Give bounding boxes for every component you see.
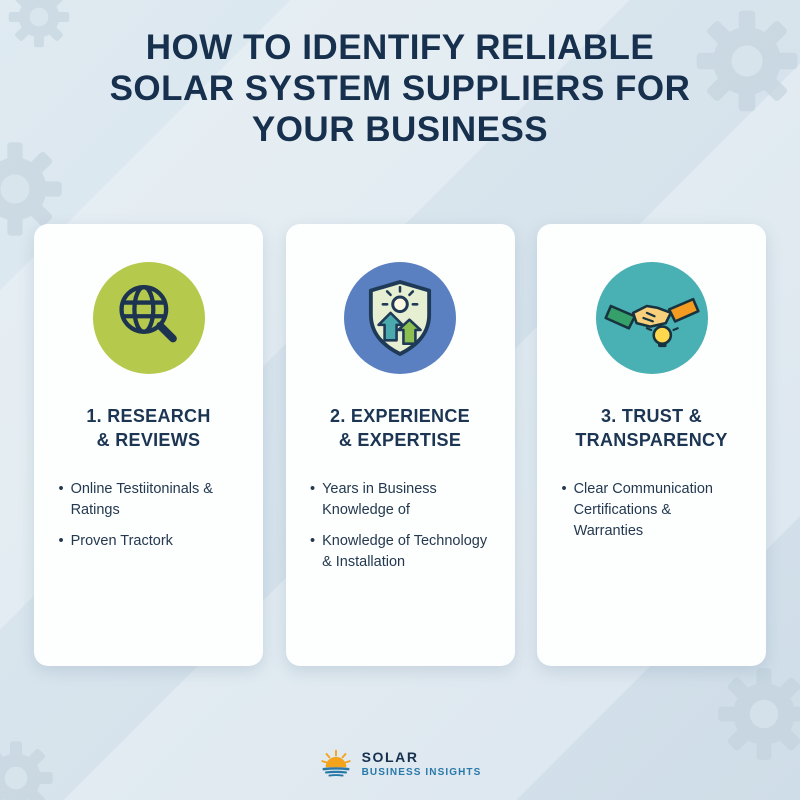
bullet-item: Proven Tractork [59, 531, 239, 552]
shield-growth-icon [368, 280, 432, 356]
bullet-text: Online Testiitoninals & Ratings [70, 480, 213, 518]
card-heading: 3. TRUST & TRANSPARENCY [575, 404, 727, 453]
bullet-item: Knowledge of Technology & Installation [310, 531, 490, 573]
heading-line: 2. EXPERIENCE [330, 406, 470, 426]
page-title: HOW TO IDENTIFY RELIABLE SOLAR SYSTEM SU… [50, 28, 750, 151]
bullet-text: Knowledge of Technology & Installation [322, 532, 488, 570]
heading-line: TRANSPARENCY [575, 430, 728, 451]
footer-brand: SOLAR BUSINESS INSIGHTS [0, 748, 800, 778]
card-heading: 1. RESEARCH & REVIEWS [86, 404, 210, 453]
card-heading: 2. EXPERIENCE & EXPERTISE [330, 404, 470, 453]
bullet-text: Clear Communication Certifications & War… [573, 480, 713, 539]
bullet-item: Clear Communication Certifications & War… [562, 479, 742, 542]
brand-tagline: BUSINESS INSIGHTS [361, 766, 482, 778]
title-line: YOUR BUSINESS [251, 109, 549, 149]
icon-circle-green [92, 262, 205, 374]
heading-line: & REVIEWS [96, 430, 201, 451]
icon-circle-teal [595, 262, 708, 374]
bullet-list: Clear Communication Certifications & War… [562, 479, 742, 542]
bullet-text: Years in Business Knowledge of [322, 480, 437, 518]
brand-name: SOLAR [361, 748, 419, 765]
bullet-list: Online Testiitoninals & Ratings Proven T… [59, 479, 239, 552]
bullet-item: Online Testiitoninals & Ratings [59, 479, 239, 521]
card-experience-expertise: 2. EXPERIENCE & EXPERTISE Years in Busin… [285, 224, 515, 666]
heading-line: 3. TRUST & [600, 406, 702, 426]
icon-circle-blue [344, 262, 456, 374]
heading-line: & EXPERTISE [338, 430, 462, 451]
bullet-item: Years in Business Knowledge of [310, 479, 490, 521]
cards-row: 1. RESEARCH & REVIEWS Online Testiitonin… [34, 224, 766, 666]
brand-text: SOLAR BUSINESS INSIGHTS [362, 749, 482, 778]
handshake-bulb-icon [603, 297, 700, 348]
title-line: SOLAR SYSTEM SUPPLIERS FOR [109, 68, 691, 108]
card-trust-transparency: 3. TRUST & TRANSPARENCY Clear Communicat… [537, 224, 766, 666]
globe-magnifier-icon [118, 285, 177, 343]
sun-logo-icon [320, 749, 351, 777]
card-research-reviews: 1. RESEARCH & REVIEWS Online Testiitonin… [34, 224, 263, 666]
title-line: HOW TO IDENTIFY RELIABLE [145, 28, 655, 67]
heading-line: 1. RESEARCH [86, 406, 211, 426]
bullet-list: Years in Business Knowledge of Knowledge… [310, 479, 490, 573]
bullet-text: Proven Tractork [70, 532, 173, 549]
